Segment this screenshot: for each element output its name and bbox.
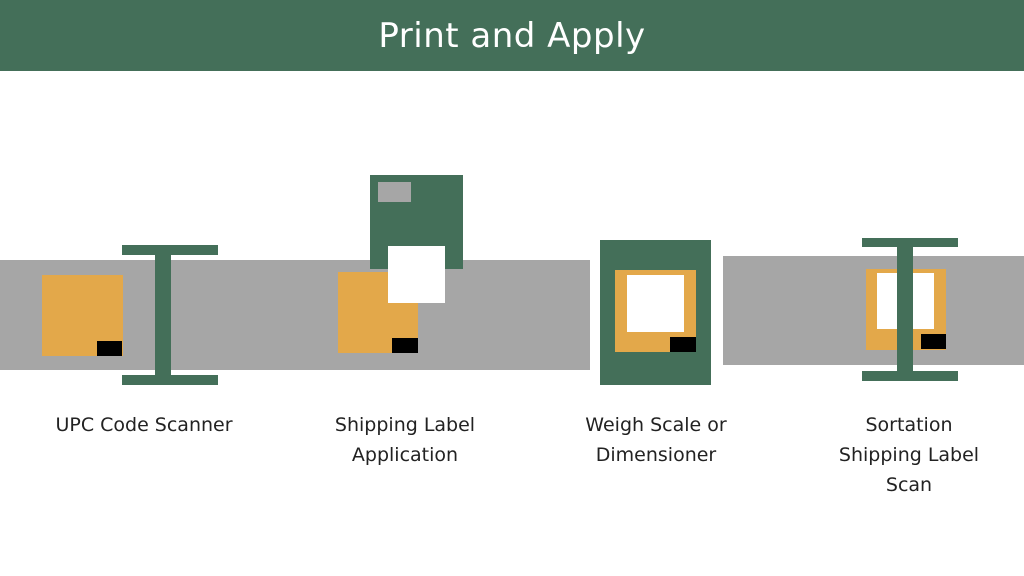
scanner-gate-bottom-bar xyxy=(122,375,218,385)
scanner-gate-post xyxy=(897,247,913,371)
caption-sortation-scan: Sortation Shipping Label Scan xyxy=(789,410,1024,500)
caption-line: Shipping Label xyxy=(838,444,980,466)
barcode xyxy=(670,337,696,352)
barcode xyxy=(392,338,418,353)
caption-line: Sortation xyxy=(865,414,953,436)
shipping-label xyxy=(627,275,684,332)
caption-line: Dimensioner xyxy=(595,444,717,466)
scanner-gate-post xyxy=(155,255,171,376)
caption-line: Shipping Label xyxy=(334,414,476,436)
caption-line: UPC Code Scanner xyxy=(55,414,233,436)
barcode xyxy=(921,334,946,349)
header-bar: Print and Apply xyxy=(0,0,1024,71)
caption-line: Application xyxy=(351,444,459,466)
shipping-label xyxy=(388,246,445,303)
caption-line: Weigh Scale or xyxy=(585,414,727,436)
barcode xyxy=(97,341,122,356)
caption-shipping-label-application: Shipping Label Application xyxy=(285,410,525,470)
caption-upc-code-scanner: UPC Code Scanner xyxy=(24,410,264,440)
scanner-gate-bottom-bar xyxy=(862,371,958,381)
caption-weigh-scale: Weigh Scale or Dimensioner xyxy=(536,410,776,470)
caption-line: Scan xyxy=(885,474,933,496)
scanner-gate-top-bar xyxy=(862,238,958,247)
printer-display xyxy=(378,182,411,202)
page-title: Print and Apply xyxy=(378,15,646,56)
scanner-gate-top-bar xyxy=(122,245,218,255)
